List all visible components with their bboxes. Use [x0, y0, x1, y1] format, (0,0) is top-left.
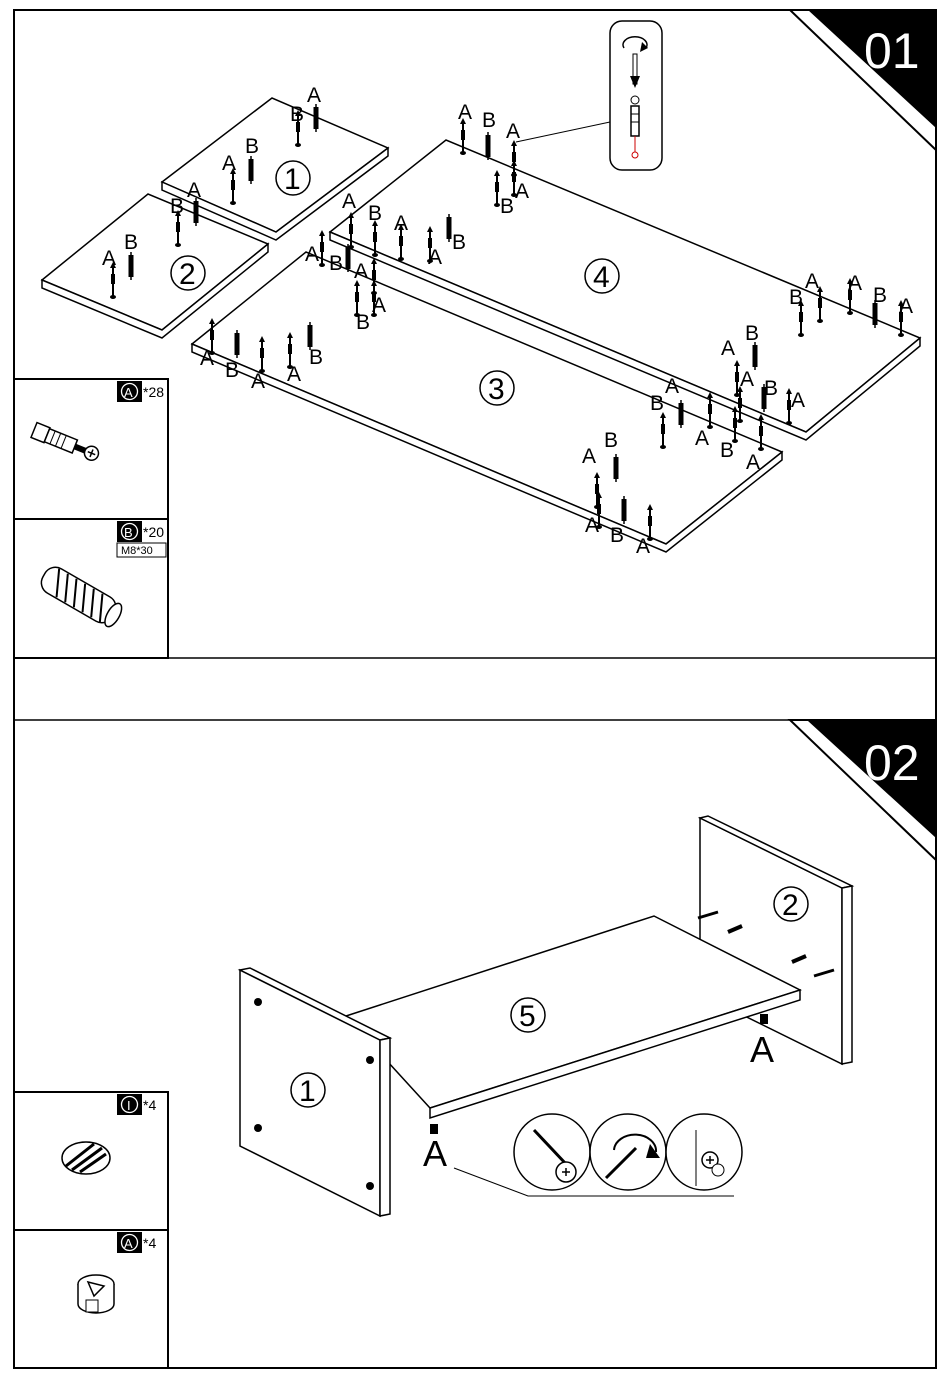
label-a: A — [305, 243, 319, 266]
label-b: B — [500, 195, 514, 218]
label-b: B — [329, 252, 343, 275]
hardware-legend: I *4 A *4 — [14, 1092, 168, 1368]
label-a: A — [740, 368, 754, 391]
label-b: B — [604, 429, 618, 452]
hardware-legend: A *28 B *20 M8*30 — [14, 379, 168, 658]
label-a: A — [222, 152, 236, 175]
label-a: A — [342, 190, 356, 213]
step-number-badge: 01 — [790, 10, 936, 150]
part-a-qty: *4 — [143, 1235, 156, 1251]
label-a: A — [102, 247, 116, 270]
cam-lock-icon — [78, 1275, 114, 1313]
cover-cap-icon — [62, 1142, 110, 1174]
part-a-qty: *28 — [143, 384, 164, 400]
panel-number: 1 — [299, 1075, 316, 1108]
label-a: A — [187, 179, 201, 202]
step-number: 02 — [864, 735, 920, 791]
panel-number: 2 — [782, 889, 799, 922]
label-a: A — [750, 1029, 774, 1070]
label-a: A — [200, 347, 214, 370]
step-02: 02 I *4 A *4 — [14, 720, 936, 1368]
label-a: A — [423, 1133, 447, 1174]
panel-1: 1 — [240, 968, 390, 1216]
label-b: B — [764, 377, 778, 400]
label-b: B — [650, 392, 664, 415]
label-b: B — [170, 195, 184, 218]
panel-number: 3 — [488, 373, 505, 406]
label-a: A — [287, 363, 301, 386]
label-a: A — [354, 260, 368, 283]
part-b-letter: B — [124, 525, 133, 540]
label-a: A — [582, 445, 596, 468]
part-i-letter: I — [127, 1098, 131, 1113]
label-a: A — [695, 427, 709, 450]
step-number: 01 — [864, 23, 920, 79]
label-b: B — [720, 439, 734, 462]
label-a: A — [458, 101, 472, 124]
label-a: A — [636, 535, 650, 558]
label-a: A — [515, 180, 529, 203]
label-b: B — [124, 231, 138, 254]
label-b: B — [610, 524, 624, 547]
label-a: A — [746, 451, 760, 474]
panel-number: 2 — [179, 258, 196, 291]
label-a: A — [394, 212, 408, 235]
label-a: A — [791, 389, 805, 412]
label-a: A — [721, 337, 735, 360]
part-b-qty: *20 — [143, 524, 164, 540]
label-b: B — [873, 284, 887, 307]
label-b: B — [225, 359, 239, 382]
label-a: A — [585, 514, 599, 537]
label-a: A — [428, 246, 442, 269]
label-a: A — [665, 375, 679, 398]
label-b: B — [356, 311, 370, 334]
label-b: B — [290, 103, 304, 126]
panel-2: 2 — [700, 816, 852, 1064]
label-a: A — [848, 272, 862, 295]
step-01: 01 A *28 B — [14, 10, 936, 658]
step-number-badge: 02 — [790, 720, 936, 860]
panel-number: 5 — [519, 1000, 536, 1033]
panel-number: 1 — [284, 163, 301, 196]
cam-bolt-detail-callout — [516, 21, 662, 170]
label-a: A — [899, 295, 913, 318]
part-a-letter: A — [124, 385, 133, 400]
label-b: B — [245, 135, 259, 158]
panel-number: 4 — [593, 261, 610, 294]
label-b: B — [482, 109, 496, 132]
label-a: A — [372, 294, 386, 317]
label-a: A — [506, 120, 520, 143]
label-b: B — [368, 202, 382, 225]
part-i-qty: *4 — [143, 1097, 156, 1113]
label-b: B — [745, 322, 759, 345]
label-a: A — [307, 84, 321, 107]
label-b: B — [309, 346, 323, 369]
part-b-size: M8*30 — [121, 545, 153, 557]
cam-lock-detail-callout — [454, 1114, 742, 1196]
label-a: A — [805, 270, 819, 293]
label-a: A — [251, 370, 265, 393]
part-a-letter: A — [124, 1236, 133, 1251]
label-b: B — [789, 286, 803, 309]
label-b: B — [452, 231, 466, 254]
